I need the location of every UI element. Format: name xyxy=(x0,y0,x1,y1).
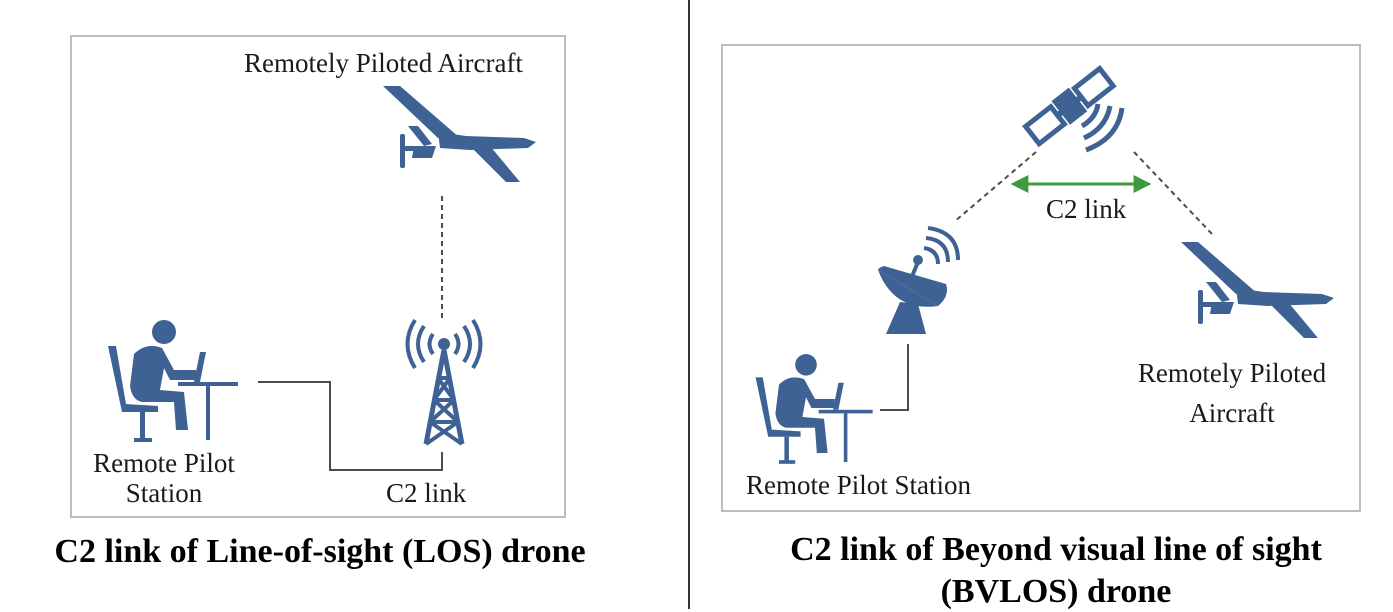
los-pilot-icon xyxy=(108,320,238,442)
bvlos-pilot-label: Remote Pilot Station xyxy=(746,470,972,500)
los-caption: C2 link of Line-of-sight (LOS) drone xyxy=(54,533,586,570)
los-diagram-frame xyxy=(70,35,566,518)
satellite-icon xyxy=(1023,65,1122,150)
bvlos-uplink-line xyxy=(953,151,1037,223)
los-link-label: C2 link xyxy=(386,478,467,508)
los-tower-icon xyxy=(408,320,481,444)
los-ground-link-line xyxy=(258,381,443,471)
bvlos-caption-line1: C2 link of Beyond visual line of sight xyxy=(790,531,1322,568)
los-aircraft-label: Remotely Piloted Aircraft xyxy=(244,48,523,78)
bvlos-downlink-line xyxy=(1133,151,1213,235)
los-drone-icon xyxy=(383,86,536,182)
los-pilot-label-line1: Remote Pilot xyxy=(93,448,235,478)
bvlos-drone-icon xyxy=(1181,242,1334,338)
satellite-dish-icon xyxy=(876,226,960,336)
bvlos-pilot-icon xyxy=(755,354,873,464)
bvlos-aircraft-label-line2: Aircraft xyxy=(1189,398,1275,428)
bvlos-link-label: C2 link xyxy=(1046,194,1127,224)
bvlos-aircraft-label-line1: Remotely Piloted xyxy=(1137,358,1327,388)
bvlos-caption-line2: (BVLOS) drone xyxy=(940,573,1172,610)
panel-divider xyxy=(688,0,690,609)
bvlos-diagram-frame xyxy=(721,44,1361,512)
bvlos-ground-link-line xyxy=(880,344,909,411)
los-pilot-label-line2: Station xyxy=(125,478,203,508)
